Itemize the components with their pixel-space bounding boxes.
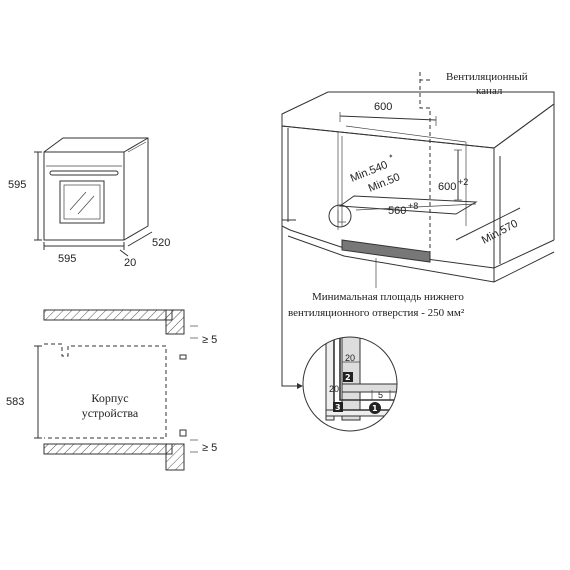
- height-600-sup: +2: [458, 177, 468, 187]
- min-540-sup: *: [388, 152, 395, 163]
- oven-depth-label: 520: [152, 237, 170, 249]
- oven-height-label: 595: [8, 179, 26, 191]
- oven-door-label: 20: [124, 257, 136, 269]
- detail-circle: [302, 336, 398, 432]
- body-label-line2: устройства: [82, 406, 139, 420]
- width-560-sup: +8: [408, 201, 418, 211]
- side-section-view: [34, 309, 198, 471]
- vent-channel-line1: Вентиляционный: [446, 71, 528, 83]
- gap-bottom-label: ≥ 5: [202, 442, 217, 454]
- side-height-label: 583: [6, 396, 24, 408]
- cabinet-perspective: [281, 72, 555, 389]
- cabinet-width-600: 600: [374, 101, 392, 113]
- oven-width-label: 595: [58, 253, 76, 265]
- height-600-label: 600: [438, 181, 456, 193]
- detail-dim-20-top: 20: [345, 353, 355, 363]
- gap-top-label: ≥ 5: [202, 334, 217, 346]
- detail-dim-20-left: 20: [329, 384, 339, 394]
- badge-3: 3: [335, 403, 341, 412]
- oven-perspective: [34, 137, 153, 257]
- badge-2: 2: [345, 373, 351, 382]
- body-label-line1: Корпус: [91, 391, 128, 405]
- vent-area-line1: Минимальная площадь нижнего: [312, 291, 464, 303]
- width-560-label: 560: [388, 205, 406, 217]
- detail-dim-5: 5: [378, 390, 383, 400]
- vent-channel-line2: канал: [476, 85, 503, 97]
- badge-1: 1: [372, 404, 378, 413]
- vent-area-line2: вентиляционного отверстия - 250 мм²: [288, 307, 465, 319]
